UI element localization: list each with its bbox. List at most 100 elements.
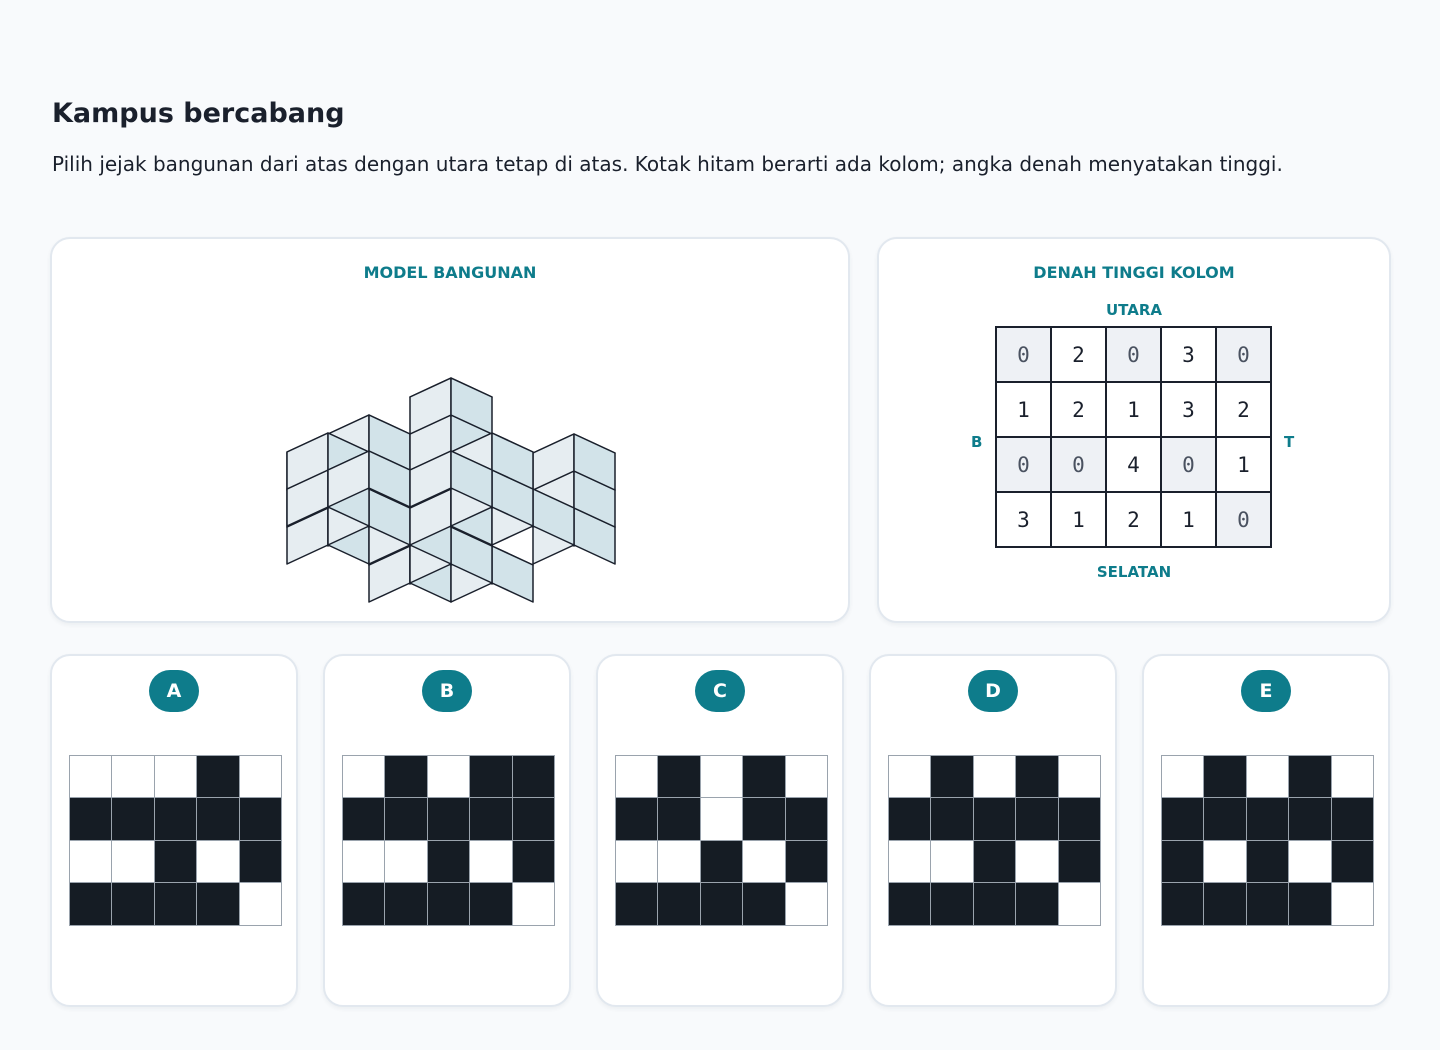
height-cell: 0	[997, 438, 1052, 493]
footprint-cell-empty	[973, 756, 1017, 799]
footprint-cell-empty	[889, 840, 932, 884]
option-letter-badge: D	[968, 670, 1018, 712]
footprint-cell-filled	[700, 840, 744, 884]
footprint-cell-empty	[1331, 756, 1374, 799]
footprint-cell-filled	[1289, 883, 1332, 926]
height-cell: 0	[1052, 438, 1107, 493]
footprint-cell-filled	[889, 798, 932, 841]
instruction-text: Pilih jejak bangunan dari atas dengan ut…	[52, 152, 1283, 176]
option-card-e[interactable]: E	[1142, 654, 1390, 1007]
footprint-cell-filled	[427, 883, 471, 926]
footprint-cell-filled	[1204, 756, 1247, 799]
height-cell: 0	[1217, 328, 1272, 383]
footprint-cell-filled	[1204, 883, 1247, 926]
footprint-cell-filled	[1162, 883, 1205, 926]
footprint-cell-filled	[889, 883, 932, 926]
footprint-cell-filled	[1058, 798, 1101, 841]
footprint-cell-filled	[1331, 798, 1374, 841]
option-card-c[interactable]: C	[596, 654, 844, 1007]
footprint-cell-filled	[616, 798, 659, 841]
footprint-cell-filled	[931, 883, 974, 926]
footprint-cell-filled	[343, 883, 386, 926]
option-letter-badge: A	[149, 670, 199, 712]
footprint-cell-empty	[1058, 883, 1101, 926]
page-title: Kampus bercabang	[52, 98, 345, 129]
compass-east-label: T	[1284, 433, 1295, 451]
height-cell: 0	[997, 328, 1052, 383]
footprint-cell-filled	[931, 798, 974, 841]
footprint-cell-empty	[343, 756, 386, 799]
footprint-cell-filled	[1016, 798, 1059, 841]
footprint-cell-filled	[197, 883, 240, 926]
footprint-cell-filled	[658, 756, 701, 799]
footprint-cell-filled	[70, 798, 113, 841]
footprint-cell-filled	[1289, 756, 1332, 799]
height-cell: 0	[1162, 438, 1217, 493]
footprint-cell-filled	[785, 840, 828, 884]
footprint-cell-filled	[1246, 798, 1290, 841]
footprint-cell-empty	[1016, 840, 1059, 884]
height-cell: 0	[1107, 328, 1162, 383]
footprint-cell-filled	[658, 883, 701, 926]
height-cell: 3	[997, 493, 1052, 548]
footprint-cell-filled	[154, 840, 198, 884]
footprint-cell-filled	[1016, 883, 1059, 926]
footprint-cell-filled	[470, 798, 513, 841]
height-cell: 2	[1217, 383, 1272, 438]
footprint-cell-filled	[1162, 798, 1205, 841]
footprint-cell-empty	[112, 840, 155, 884]
footprint-cell-filled	[1289, 798, 1332, 841]
footprint-cell-filled	[743, 883, 786, 926]
footprint-cell-empty	[1246, 756, 1290, 799]
option-card-a[interactable]: A	[50, 654, 298, 1007]
footprint-cell-filled	[70, 883, 113, 926]
cube-right-face	[573, 433, 616, 491]
footprint-cell-filled	[512, 756, 555, 799]
footprint-cell-empty	[385, 840, 428, 884]
footprint-cell-empty	[239, 883, 282, 926]
footprint-cell-filled	[154, 798, 198, 841]
footprint-cell-filled	[385, 756, 428, 799]
footprint-cell-filled	[658, 798, 701, 841]
footprint-cell-empty	[785, 756, 828, 799]
option-letter-badge: B	[422, 670, 472, 712]
footprint-cell-filled	[743, 756, 786, 799]
footprint-cell-empty	[239, 756, 282, 799]
footprint-cell-empty	[112, 756, 155, 799]
footprint-cell-filled	[385, 883, 428, 926]
height-map-heading: DENAH TINGGI KOLOM	[1033, 263, 1235, 282]
cube-right-face	[450, 450, 493, 508]
footprint-grid	[342, 755, 555, 926]
height-cell: 3	[1162, 383, 1217, 438]
compass-west-label: B	[971, 433, 983, 451]
cube-right-face	[491, 432, 534, 490]
footprint-cell-empty	[616, 756, 659, 799]
footprint-cell-filled	[616, 883, 659, 926]
footprint-cell-empty	[700, 756, 744, 799]
footprint-cell-filled	[427, 798, 471, 841]
footprint-cell-filled	[1162, 840, 1205, 884]
height-cell: 0	[1217, 493, 1272, 548]
footprint-cell-filled	[973, 883, 1017, 926]
height-cell: 4	[1107, 438, 1162, 493]
footprint-cell-filled	[785, 798, 828, 841]
cube-right-face	[450, 377, 493, 435]
footprint-cell-filled	[470, 883, 513, 926]
footprint-cell-empty	[931, 840, 974, 884]
option-card-b[interactable]: B	[323, 654, 571, 1007]
footprint-cell-empty	[658, 840, 701, 884]
footprint-cell-empty	[427, 756, 471, 799]
cube-right-face	[491, 545, 534, 603]
footprint-cell-filled	[931, 756, 974, 799]
footprint-grid	[69, 755, 282, 926]
option-letter-badge: C	[695, 670, 745, 712]
height-cell: 1	[1217, 438, 1272, 493]
footprint-grid	[1161, 755, 1374, 926]
option-card-d[interactable]: D	[869, 654, 1117, 1007]
option-letter-badge: E	[1241, 670, 1291, 712]
compass-north-label: UTARA	[1105, 301, 1162, 319]
footprint-cell-empty	[785, 883, 828, 926]
height-cell: 3	[1162, 328, 1217, 383]
